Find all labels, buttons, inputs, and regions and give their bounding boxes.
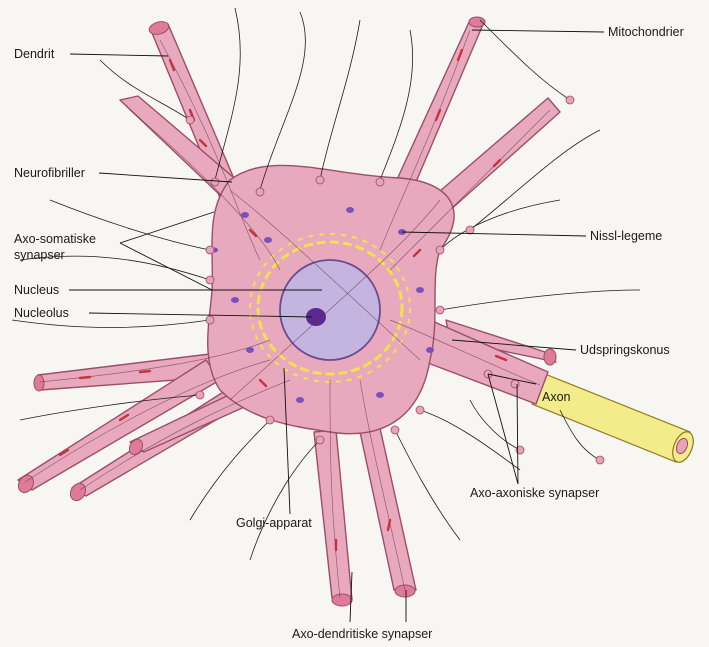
presynaptic-fibers bbox=[11, 7, 641, 561]
label-udspringskonus: Udspringskonus bbox=[580, 343, 670, 357]
nucleus bbox=[279, 259, 381, 361]
label-nucleus: Nucleus bbox=[14, 283, 59, 297]
axon-myelin-sheath bbox=[531, 373, 694, 463]
label-nucleolus: Nucleolus bbox=[14, 306, 69, 320]
label-axo-somatiske: Axo-somatiske bbox=[14, 232, 96, 246]
leader-lines bbox=[69, 29, 605, 623]
mitochondria bbox=[58, 48, 508, 552]
neurofibrils bbox=[24, 29, 551, 599]
label-dendrit: Dendrit bbox=[14, 47, 55, 61]
label-neurofibriller: Neurofibriller bbox=[14, 166, 85, 180]
label-nissl-legeme: Nissl-legeme bbox=[590, 229, 662, 243]
label-axo-somatiske-synapser: synapser bbox=[14, 248, 65, 262]
label-axon: Axon bbox=[542, 390, 571, 404]
nissl-bodies bbox=[212, 207, 434, 403]
label-golgi-apparat: Golgi-apparat bbox=[236, 516, 312, 530]
dendrite-tips bbox=[17, 16, 557, 607]
labels: Dendrit Mitochondrier Neurofibriller Axo… bbox=[14, 25, 684, 641]
synaptic-boutons bbox=[185, 95, 605, 465]
label-axo-axoniske-synapser: Axo-axoniske synapser bbox=[470, 486, 599, 500]
label-axo-dendritiske-synapser: Axo-dendritiske synapser bbox=[292, 627, 432, 641]
golgi-apparatus bbox=[249, 233, 411, 383]
nucleolus bbox=[306, 308, 326, 326]
label-mitochondrier: Mitochondrier bbox=[608, 25, 684, 39]
